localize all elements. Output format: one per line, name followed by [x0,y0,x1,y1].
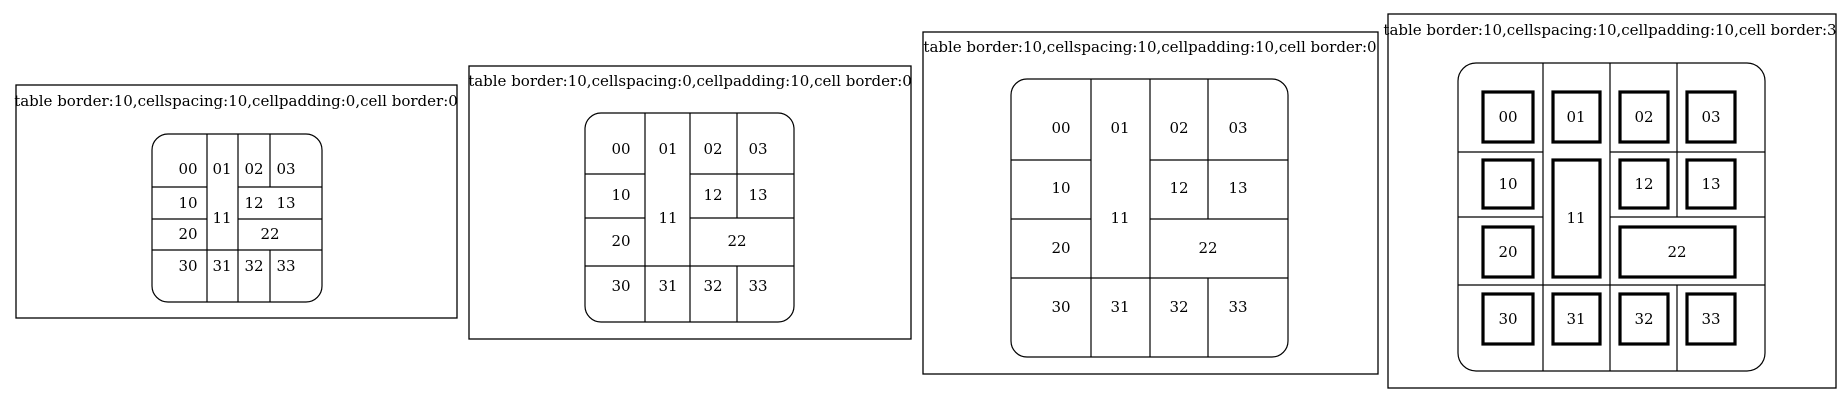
table-cell: 33 [748,277,767,295]
cluster-4-cell-borders [1481,90,1737,346]
table-cell: 31 [1110,298,1129,316]
cluster-3-grid-lines [1011,79,1288,357]
cluster-4-cells: 00 01 02 03 10 11 12 13 20 22 30 31 32 3… [1498,108,1720,328]
table-cell: 12 [244,194,263,212]
table-cell: 13 [1701,175,1720,193]
cluster-4-grid-lines [1458,63,1765,371]
cluster-2-frame [468,65,912,340]
cell-border [1481,225,1535,279]
table-cell: 03 [1701,108,1720,126]
table-cell: 13 [276,194,295,212]
table-cell: 03 [748,140,767,158]
table-cell: 20 [611,232,630,250]
table-cell: 01 [212,160,231,178]
cell-border [1685,90,1737,144]
cluster-4-frame [1387,13,1837,389]
table-cell: 11 [658,209,677,227]
table-cell: 12 [1169,179,1188,197]
table-cell: 33 [1701,310,1720,328]
table-cell: 33 [276,257,295,275]
table-cell: 30 [611,277,630,295]
table-cell: 20 [1051,239,1070,257]
table-cell: 22 [1198,239,1217,257]
table-cell: 02 [244,160,263,178]
cell-border [1481,292,1535,346]
cluster-1-cells: 00 01 02 03 10 11 12 13 20 22 30 31 32 3… [178,160,295,275]
cluster-2-grid-lines [585,113,794,322]
table-cell: 20 [1498,243,1517,261]
cell-border [1618,90,1670,144]
cell-border [1551,90,1602,144]
cluster-1-table-frame [151,133,323,303]
table-cell: 32 [1169,298,1188,316]
table-cell: 02 [1634,108,1653,126]
table-cell: 11 [1110,209,1129,227]
table-cell: 30 [1498,310,1517,328]
cluster-2-label: table border:10,cellspacing:0,cellpaddin… [468,72,912,90]
table-cell: 13 [1228,179,1247,197]
cluster-1-frame [15,84,458,319]
table-cell: 22 [1667,243,1686,261]
table-cell: 32 [244,257,263,275]
table-cell: 10 [611,186,630,204]
cell-border [1551,292,1602,346]
table-cell: 10 [178,194,197,212]
table-cell: 33 [1228,298,1247,316]
table-cell: 01 [1110,119,1129,137]
cluster-4-label: table border:10,cellspacing:10,cellpaddi… [1383,21,1836,39]
table-cell: 22 [727,232,746,250]
table-cell: 02 [1169,119,1188,137]
table-cell: 11 [212,209,231,227]
table-cell: 32 [703,277,722,295]
table-cell: 31 [1566,310,1585,328]
table-cell: 00 [178,160,197,178]
table-cell: 30 [178,257,197,275]
cell-border [1481,90,1535,144]
cluster-3-frame [922,31,1379,375]
table-cell: 01 [1566,108,1585,126]
cluster-1-label: table border:10,cellspacing:10,cellpaddi… [14,92,458,110]
cell-border [1618,158,1670,210]
cluster-4: table border:10,cellspacing:10,cellpaddi… [1383,13,1837,389]
cluster-2-cells: 00 01 02 03 10 11 12 13 20 22 30 31 32 3… [611,140,767,295]
cell-border [1685,158,1737,210]
table-cell: 02 [703,140,722,158]
table-cell: 12 [703,186,722,204]
table-cell: 00 [1498,108,1517,126]
table-cell: 00 [1051,119,1070,137]
table-cell: 31 [658,277,677,295]
table-cell: 13 [748,186,767,204]
table-cell: 10 [1498,175,1517,193]
cluster-3-cells: 00 01 02 03 10 11 12 13 20 22 30 31 32 3… [1051,119,1247,316]
table-cell: 11 [1566,209,1585,227]
table-cell: 32 [1634,310,1653,328]
table-cell: 31 [212,257,231,275]
table-cell: 01 [658,140,677,158]
cluster-3-label: table border:10,cellspacing:10,cellpaddi… [923,38,1376,56]
cluster-3: table border:10,cellspacing:10,cellpaddi… [922,31,1379,375]
cell-border [1551,158,1602,279]
table-cell: 30 [1051,298,1070,316]
cluster-2: table border:10,cellspacing:0,cellpaddin… [468,65,912,340]
table-cell: 00 [611,140,630,158]
table-cell: 22 [260,225,279,243]
table-cell: 12 [1634,175,1653,193]
table-cell: 03 [276,160,295,178]
cell-border [1618,225,1737,279]
cluster-1-grid-lines [152,134,322,302]
cell-border [1618,292,1670,346]
cell-border [1685,292,1737,346]
cluster-1: table border:10,cellspacing:10,cellpaddi… [14,84,458,319]
table-cell: 10 [1051,179,1070,197]
table-cell: 20 [178,225,197,243]
table-cell: 03 [1228,119,1247,137]
cell-border [1481,158,1535,210]
